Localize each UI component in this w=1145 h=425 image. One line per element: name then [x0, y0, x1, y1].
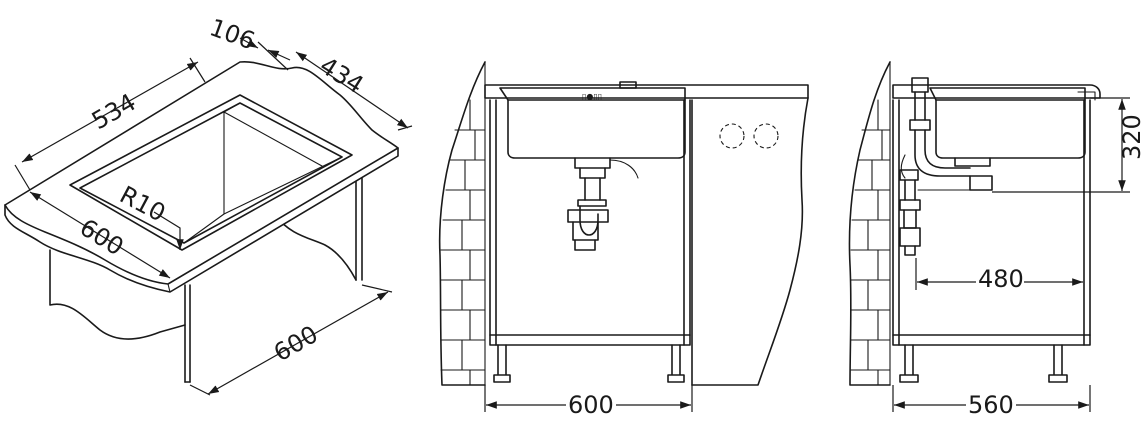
- iso-cabinet: [49, 114, 363, 383]
- side-cabinet: [892, 99, 1091, 383]
- front-view: ▯●▯▯ 600: [438, 61, 809, 419]
- front-trap: [567, 157, 639, 251]
- front-neighbour-cabinet: [691, 97, 809, 386]
- label-560: 560: [968, 391, 1014, 419]
- front-cabinet: [489, 99, 691, 383]
- label-480: 480: [978, 265, 1024, 293]
- front-worktop: [484, 84, 809, 99]
- svg-text:▯●▯▯: ▯●▯▯: [582, 92, 602, 101]
- isometric-view: 534 106 434 R10 600: [4, 13, 413, 396]
- front-sink-bowl: ▯●▯▯: [499, 81, 686, 159]
- side-sink-bowl: [929, 87, 1096, 159]
- label-106: 106: [206, 13, 259, 55]
- dim-320: 320: [992, 97, 1145, 193]
- label-320: 320: [1118, 114, 1145, 160]
- side-brick-wall: [848, 61, 891, 386]
- dim-560: 560: [892, 385, 1091, 419]
- side-overflow-trap: [899, 77, 993, 256]
- dim-600-cabinet: 600: [189, 284, 393, 396]
- label-front-600: 600: [568, 391, 614, 419]
- side-view: 320 480 560: [848, 61, 1145, 419]
- front-brick-wall: [438, 61, 486, 386]
- label-600-cabinet: 600: [269, 320, 323, 367]
- dim-front-600: 600: [484, 385, 693, 419]
- dim-480: 480: [915, 258, 1083, 293]
- side-worktop: [892, 84, 1101, 99]
